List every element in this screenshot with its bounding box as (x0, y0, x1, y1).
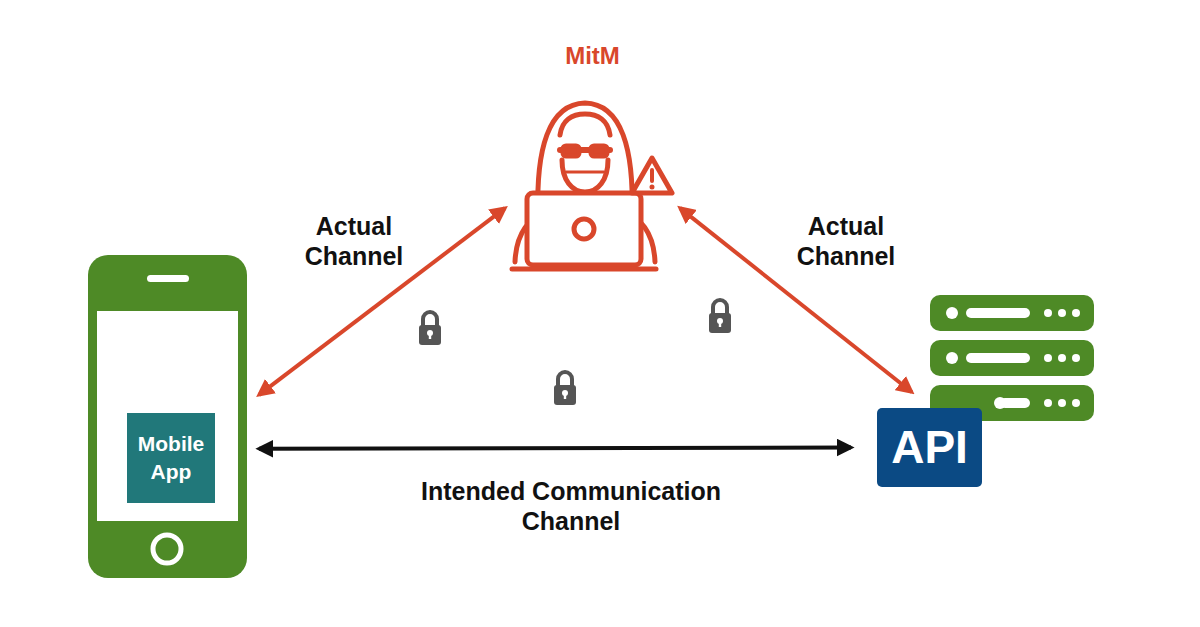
api-node: API (877, 408, 982, 487)
laptop (527, 193, 641, 265)
laptop-base (512, 267, 656, 272)
warning-triangle (632, 158, 672, 193)
lock-icon (554, 372, 576, 405)
channel-label: Actual Channel (781, 211, 911, 271)
channel-arrow (259, 208, 505, 395)
phone-body (88, 255, 247, 578)
api-label: API (883, 422, 976, 473)
node-title: MitM (505, 42, 680, 71)
phone-speaker (147, 275, 189, 282)
mobile-device-node: Mobile App (88, 255, 247, 578)
laptop-logo (574, 219, 594, 239)
warning-mark (650, 170, 654, 181)
hood-inner (560, 114, 610, 135)
hacker-illustration (512, 103, 672, 269)
server-rack (930, 295, 1094, 331)
app-box: Mobile App (127, 413, 215, 503)
glasses-lens (591, 146, 607, 156)
server-rack (930, 340, 1094, 376)
glasses-lens (563, 146, 579, 156)
phone-illustration (88, 255, 247, 578)
channel-label: Actual Channel (289, 211, 419, 271)
phone-button (153, 535, 181, 563)
attacker-node: MitM (505, 36, 680, 275)
lock-icon (419, 312, 441, 345)
server-illustration (930, 295, 1094, 421)
lock-icon (709, 300, 731, 333)
mask-line (566, 171, 604, 174)
channel-arrow (680, 208, 912, 392)
phone-screen (97, 311, 238, 521)
channel-arrow (259, 448, 851, 449)
warning-dot (651, 186, 654, 189)
face-mask (562, 160, 608, 192)
channel-label: Intended Communication Channel (381, 476, 761, 536)
